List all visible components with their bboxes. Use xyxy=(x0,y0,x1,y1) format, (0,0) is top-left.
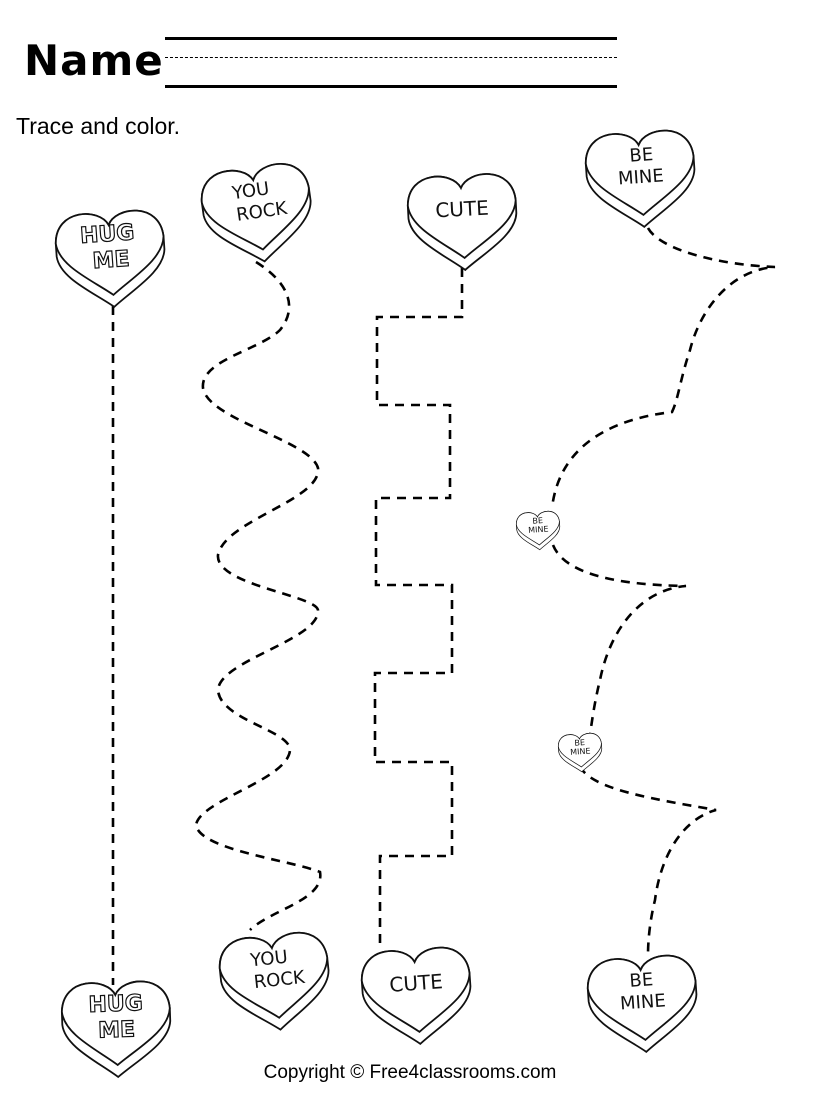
heart-cute-bottom: CUTE xyxy=(358,944,476,1049)
name-writing-line-baseline[interactable] xyxy=(165,85,617,88)
svg-text:YOU: YOU xyxy=(248,947,288,972)
svg-text:BE: BE xyxy=(629,144,654,167)
name-writing-line-top[interactable] xyxy=(165,37,617,40)
heart-you-rock-top: YOU ROCK xyxy=(197,159,320,270)
heart-be-mine-bottom: BE MINE xyxy=(584,952,702,1057)
heart-you-rock-bottom: YOU ROCK xyxy=(215,928,336,1037)
heart-be-mine-top: BE MINE xyxy=(582,127,700,232)
instructions: Trace and color. xyxy=(16,113,181,139)
heart-hug-me-top: HUG ME xyxy=(52,207,170,312)
copyright-text: Copyright © Free4classrooms.com xyxy=(263,1062,557,1083)
svg-text:HUG: HUG xyxy=(79,220,135,249)
svg-text:CUTE: CUTE xyxy=(435,196,490,223)
svg-text:CUTE: CUTE xyxy=(389,969,444,997)
svg-text:ME: ME xyxy=(92,247,131,275)
svg-text:BE: BE xyxy=(629,969,654,992)
copyright-footer: Copyright © Free4classrooms.com xyxy=(0,1062,826,1084)
name-writing-line-midline xyxy=(165,57,617,58)
svg-text:ME: ME xyxy=(98,1017,136,1043)
trace-path-wavy xyxy=(194,260,322,931)
heart-cute-top: CUTE xyxy=(405,171,521,274)
svg-text:MINE: MINE xyxy=(619,990,666,1014)
trace-path-square xyxy=(373,268,464,948)
trace-path-scallop xyxy=(550,227,776,509)
svg-text:HUG: HUG xyxy=(88,991,143,1018)
svg-text:MINE: MINE xyxy=(528,524,549,534)
svg-text:BE: BE xyxy=(574,738,585,748)
heart-be-mine-small-1: BE MINE xyxy=(515,510,562,552)
heart-hug-me-bottom: HUG ME xyxy=(59,979,174,1080)
svg-text:BE: BE xyxy=(532,516,543,526)
name-label: Name xyxy=(24,36,164,85)
svg-text:MINE: MINE xyxy=(617,165,664,189)
svg-text:MINE: MINE xyxy=(570,746,591,756)
heart-be-mine-small-2: BE MINE xyxy=(557,732,604,774)
